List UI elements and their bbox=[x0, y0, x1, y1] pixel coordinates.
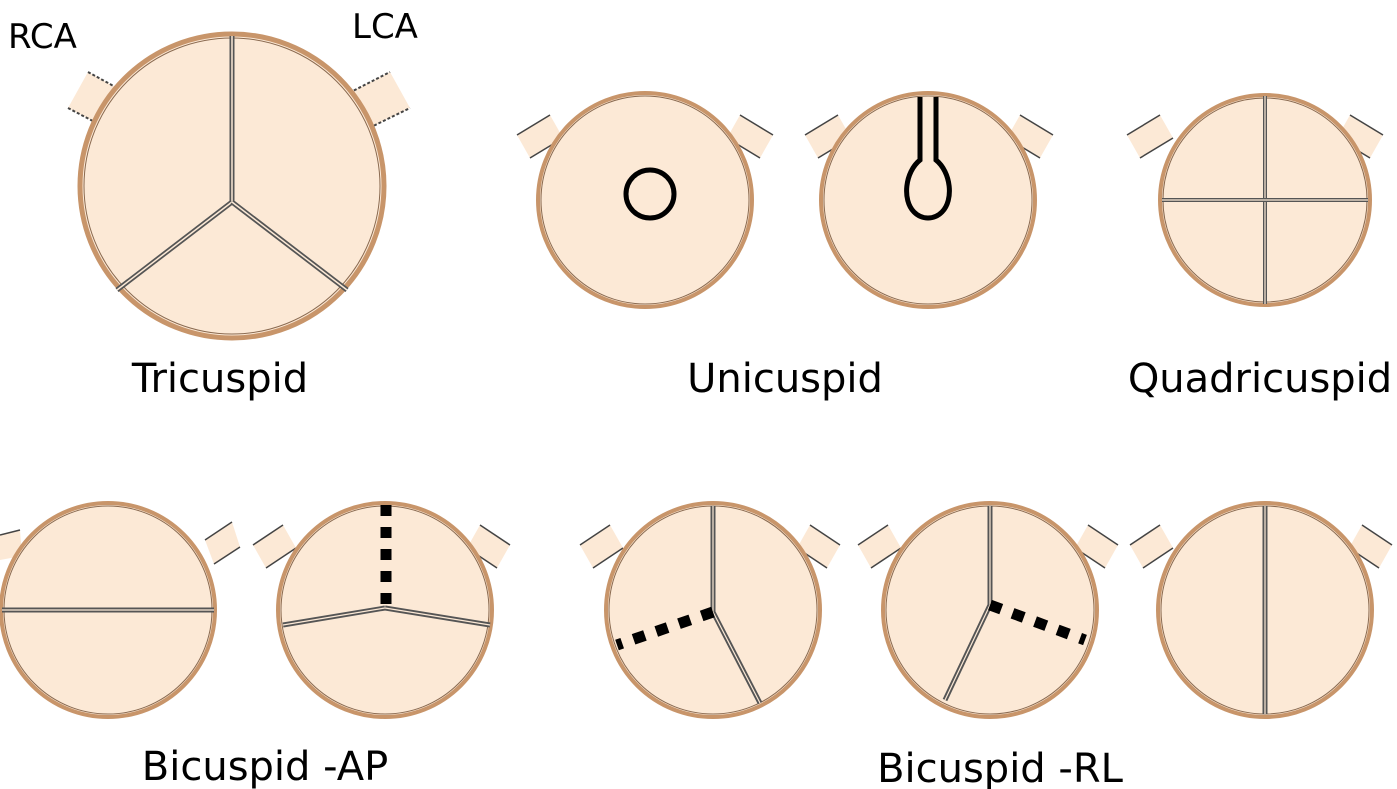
bicuspid-ap-valve-raphe bbox=[253, 503, 510, 717]
tricuspid-valve bbox=[68, 34, 410, 338]
unicuspid-label: Unicuspid bbox=[687, 356, 883, 402]
bicuspid-rl-valve-raphe-left bbox=[580, 503, 840, 717]
unicuspid-valve-keyhole bbox=[805, 93, 1053, 307]
rca-label: RCA bbox=[8, 17, 77, 57]
bicuspid-rl-valve-raphe-right bbox=[858, 503, 1118, 717]
bicuspid-ap-valve-horizontal bbox=[0, 503, 240, 717]
bicuspid-rl-valve-vertical bbox=[1130, 503, 1392, 717]
bicuspid-rl-label: Bicuspid -RL bbox=[877, 746, 1124, 789]
lca-label: LCA bbox=[352, 7, 418, 47]
bicuspid-ap-label: Bicuspid -AP bbox=[142, 744, 388, 789]
unicuspid-valve-central bbox=[517, 93, 773, 307]
quadricuspid-label: Quadricuspid bbox=[1128, 356, 1392, 402]
quadricuspid-valve bbox=[1127, 95, 1383, 305]
tricuspid-label: Tricuspid bbox=[131, 356, 308, 402]
